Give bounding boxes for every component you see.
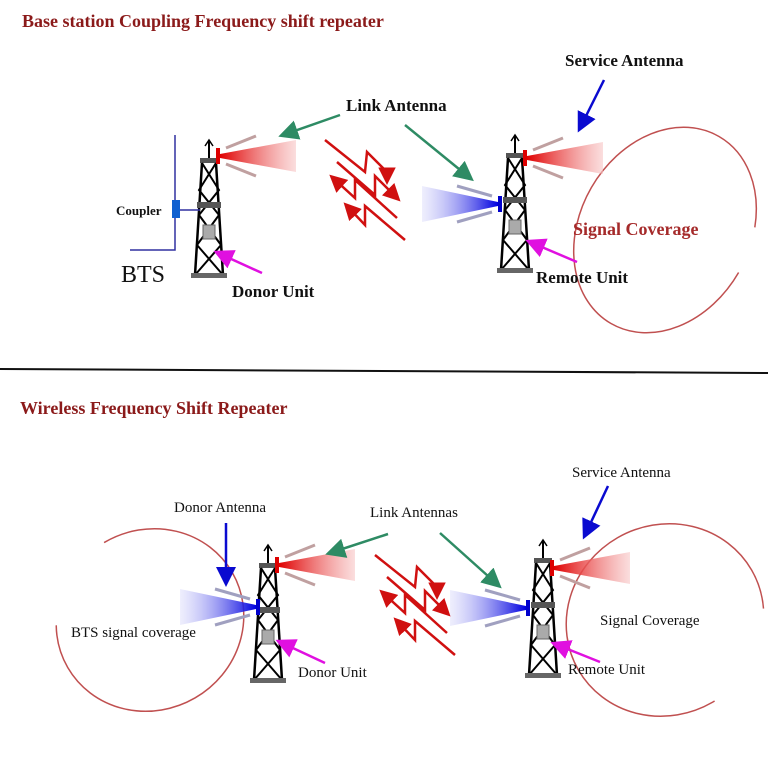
donor-antenna-2 <box>178 587 262 627</box>
donor-unit-arrow-2 <box>275 639 326 665</box>
service-antenna-label-2: Service Antenna <box>572 465 671 481</box>
remote-tower-2 <box>523 538 563 680</box>
service-arrow-2 <box>582 485 610 540</box>
panel-1-title: Base station Coupling Frequency shift re… <box>22 11 384 31</box>
bts-label: BTS <box>121 262 166 288</box>
service-arrow <box>577 79 606 133</box>
link-arrow-left-2 <box>325 532 389 558</box>
link-arrow-right <box>404 124 474 182</box>
remote-unit-arrow-2 <box>550 640 601 664</box>
remote-unit-arrow <box>525 238 578 264</box>
link-arrow-right-2 <box>439 532 502 589</box>
signal-zigzags-2 <box>375 555 455 655</box>
signal-coverage-ellipse-2 <box>565 522 765 718</box>
remote-service-antenna-2 <box>548 546 632 590</box>
panel-divider <box>0 368 768 374</box>
bts-line <box>130 135 200 251</box>
remote-link-antenna <box>420 184 504 224</box>
panel-2-title: Wireless Frequency Shift Repeater <box>20 398 288 418</box>
link-antennas-label: Link Antennas <box>370 505 458 521</box>
link-antenna-label: Link Antenna <box>346 96 447 115</box>
donor-unit-arrow <box>213 250 263 275</box>
signal-coverage-label-2: Signal Coverage <box>600 613 700 629</box>
bts-signal-coverage-label: BTS signal coverage <box>71 625 196 641</box>
signal-zigzags <box>325 140 405 240</box>
coupler-label: Coupler <box>116 203 162 218</box>
coupler-block <box>172 200 180 218</box>
bts-coverage-ellipse <box>55 527 245 713</box>
remote-tower <box>495 133 535 275</box>
remote-unit-label-2: Remote Unit <box>568 662 646 678</box>
donor-tower <box>189 138 229 280</box>
link-arrow-left <box>278 113 341 140</box>
donor-unit-label: Donor Unit <box>232 282 315 301</box>
donor-antenna-label: Donor Antenna <box>174 500 267 516</box>
donor-link-antenna-2 <box>273 543 357 587</box>
remote-unit-label: Remote Unit <box>536 268 629 287</box>
remote-service-antenna <box>521 136 605 180</box>
donor-unit-label-2: Donor Unit <box>298 665 367 681</box>
panel-2-graphics <box>55 485 765 718</box>
signal-coverage-label: Signal Coverage <box>573 219 699 239</box>
service-antenna-label: Service Antenna <box>565 51 684 70</box>
remote-link-antenna-2 <box>448 588 532 628</box>
donor-link-antenna <box>214 134 298 178</box>
